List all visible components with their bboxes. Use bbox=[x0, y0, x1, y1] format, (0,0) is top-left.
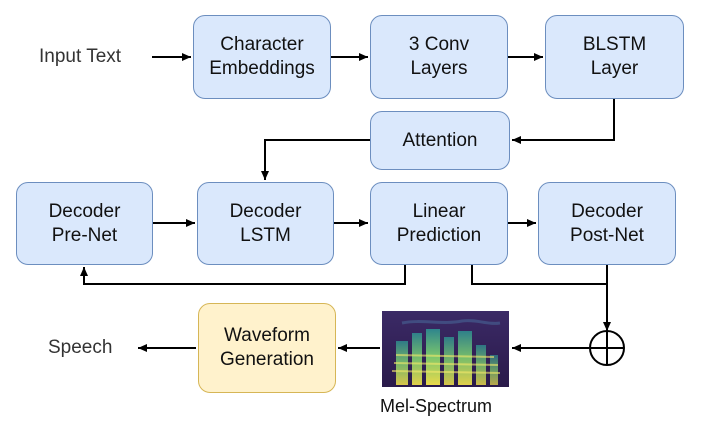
arrow-linear-feedback-to-prenet bbox=[80, 264, 406, 285]
conv-layers-box: 3 Conv Layers bbox=[370, 15, 508, 99]
waveform-generation-label: Waveform Generation bbox=[219, 325, 314, 370]
decoder-postnet-box: Decoder Post-Net bbox=[538, 182, 676, 265]
decoder-postnet-label: Decoder Post-Net bbox=[570, 200, 644, 246]
waveform-generation-box: Waveform Generation bbox=[198, 303, 336, 393]
input-text-label: Input Text bbox=[39, 46, 122, 67]
decoder-prenet-label: Decoder Pre-Net bbox=[48, 200, 121, 246]
mel-spectrum-label: Mel-Spectrum bbox=[380, 396, 493, 416]
decoder-lstm-label: Decoder LSTM bbox=[229, 200, 302, 246]
linear-prediction-box: Linear Prediction bbox=[370, 182, 508, 265]
character-embeddings-box: Character Embeddings bbox=[193, 15, 331, 99]
linear-prediction-label: Linear Prediction bbox=[396, 200, 482, 246]
decoder-lstm-box: Decoder LSTM bbox=[197, 182, 334, 265]
conv-layers-label: 3 Conv Layers bbox=[408, 34, 470, 79]
decoder-prenet-box: Decoder Pre-Net bbox=[16, 182, 153, 265]
speech-label: Speech bbox=[48, 337, 113, 358]
blstm-layer-box: BLSTM Layer bbox=[545, 15, 684, 99]
character-embeddings-label: Character Embeddings bbox=[209, 34, 315, 79]
circle-plus-icon bbox=[589, 330, 625, 366]
blstm-layer-label: BLSTM Layer bbox=[582, 34, 647, 79]
mel-spectrogram-image bbox=[382, 311, 509, 387]
attention-label: Attention bbox=[402, 129, 478, 151]
arrow-blstm-to-attention bbox=[512, 99, 615, 144]
arrow-attention-to-lstm bbox=[261, 139, 370, 180]
attention-box: Attention bbox=[370, 111, 510, 170]
